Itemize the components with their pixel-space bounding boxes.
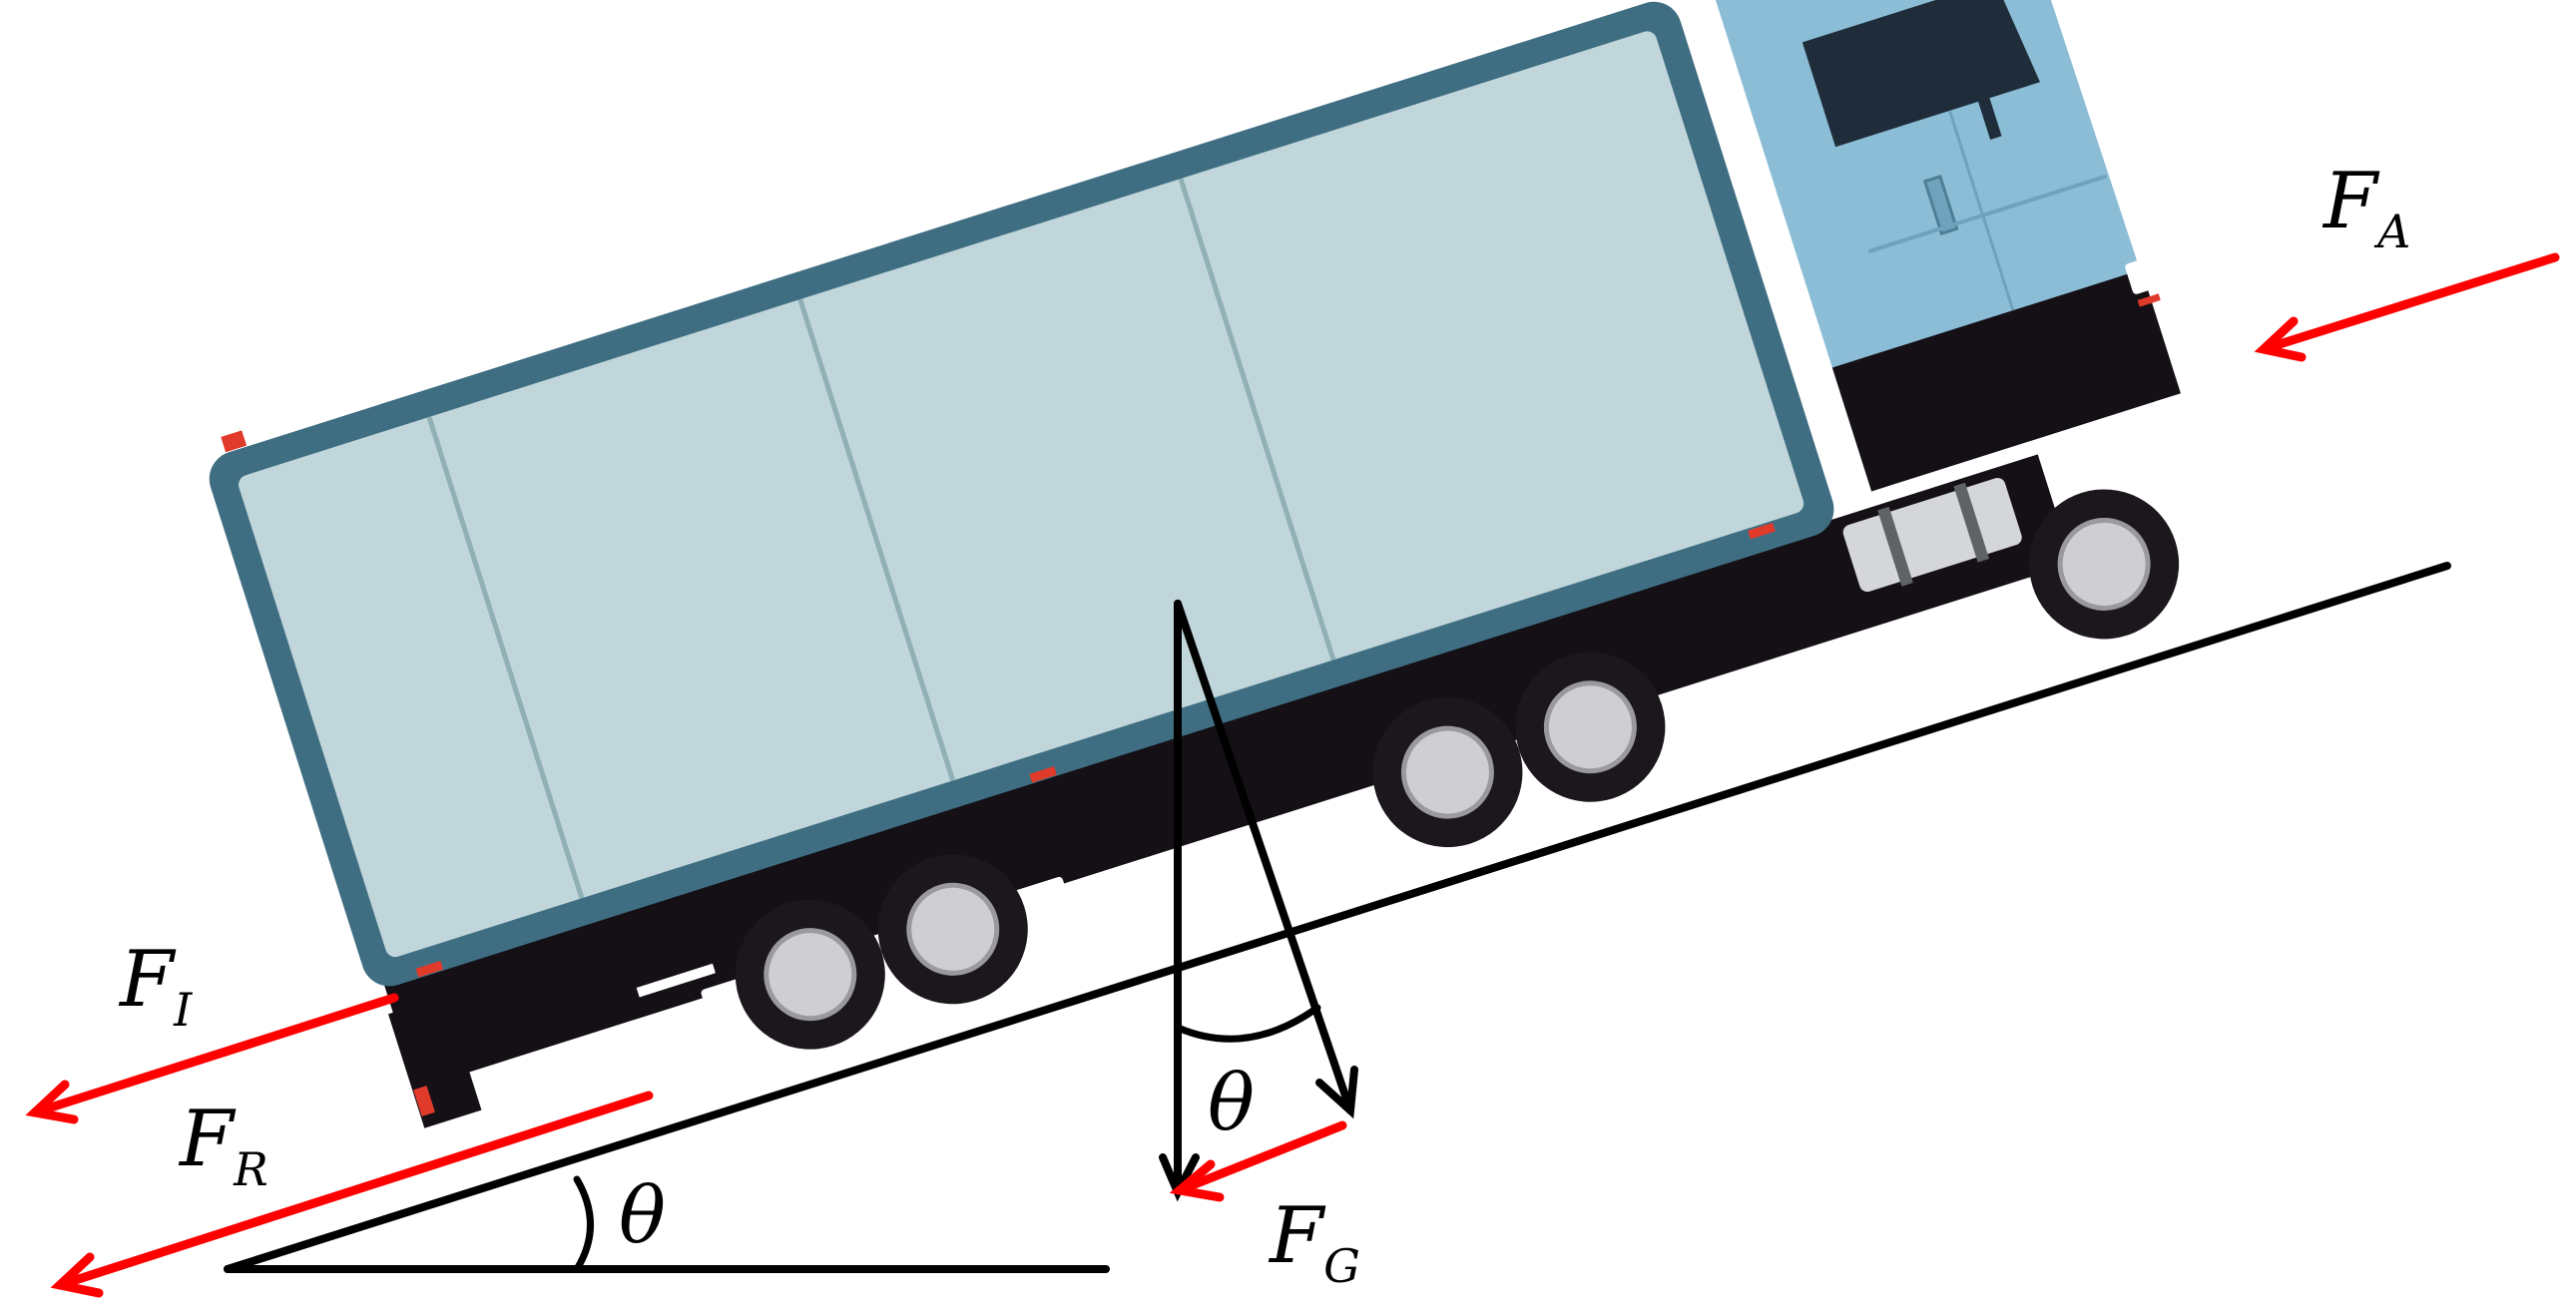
gravity-component-arrowhead — [1169, 1159, 1225, 1202]
slope-line — [224, 562, 2451, 1273]
side-bar-2 — [636, 963, 716, 998]
wheel-mid-1 — [1372, 697, 1523, 848]
inertial-force-arrowhead — [25, 1080, 79, 1124]
gravity-component-arrow — [1175, 1120, 1347, 1195]
cargo-box-panel — [239, 31, 1804, 958]
side-marker-1 — [415, 961, 444, 978]
air-force-arrow — [2259, 252, 2560, 354]
side-marker-2 — [1029, 766, 1057, 783]
rear-bumper — [387, 996, 482, 1128]
force-arrows — [25, 252, 2560, 1298]
cab — [1680, 0, 2181, 498]
incline — [224, 562, 2451, 1273]
incline-angle-arc — [573, 1175, 594, 1273]
box-roof-lamp — [221, 430, 248, 453]
gravity-angle-label: θ — [1208, 1059, 1255, 1148]
gravity-angle-arc — [1174, 1004, 1321, 1043]
gravity-normal-arrow — [1174, 600, 1354, 1114]
wheel-front — [2029, 489, 2180, 640]
gravity-normal-arrowhead — [1315, 1066, 1358, 1119]
rear-lamp — [413, 1086, 435, 1117]
wheel-rear-2 — [877, 854, 1028, 1005]
gravity-construction — [1159, 600, 1358, 1202]
rolling-force-arrowhead — [50, 1252, 104, 1298]
rolling-force-arrow — [55, 1091, 654, 1290]
incline-angle-label: θ — [619, 1171, 666, 1261]
gravity-component-label: FG — [1268, 1191, 1360, 1293]
wheel-rear-1 — [735, 899, 885, 1050]
air-force-label: FA — [2321, 157, 2410, 258]
panel-seams — [426, 178, 1336, 900]
wheel-mid-2 — [1515, 652, 1666, 802]
rolling-force-label: FR — [178, 1095, 268, 1196]
inertial-force-arrow — [30, 993, 399, 1117]
side-marker-3 — [1748, 522, 1776, 540]
air-force-arrowhead — [2254, 316, 2307, 362]
fuel-tank — [1842, 478, 2022, 593]
inertial-force-label: FI — [118, 935, 193, 1037]
truck — [209, 0, 2181, 1128]
